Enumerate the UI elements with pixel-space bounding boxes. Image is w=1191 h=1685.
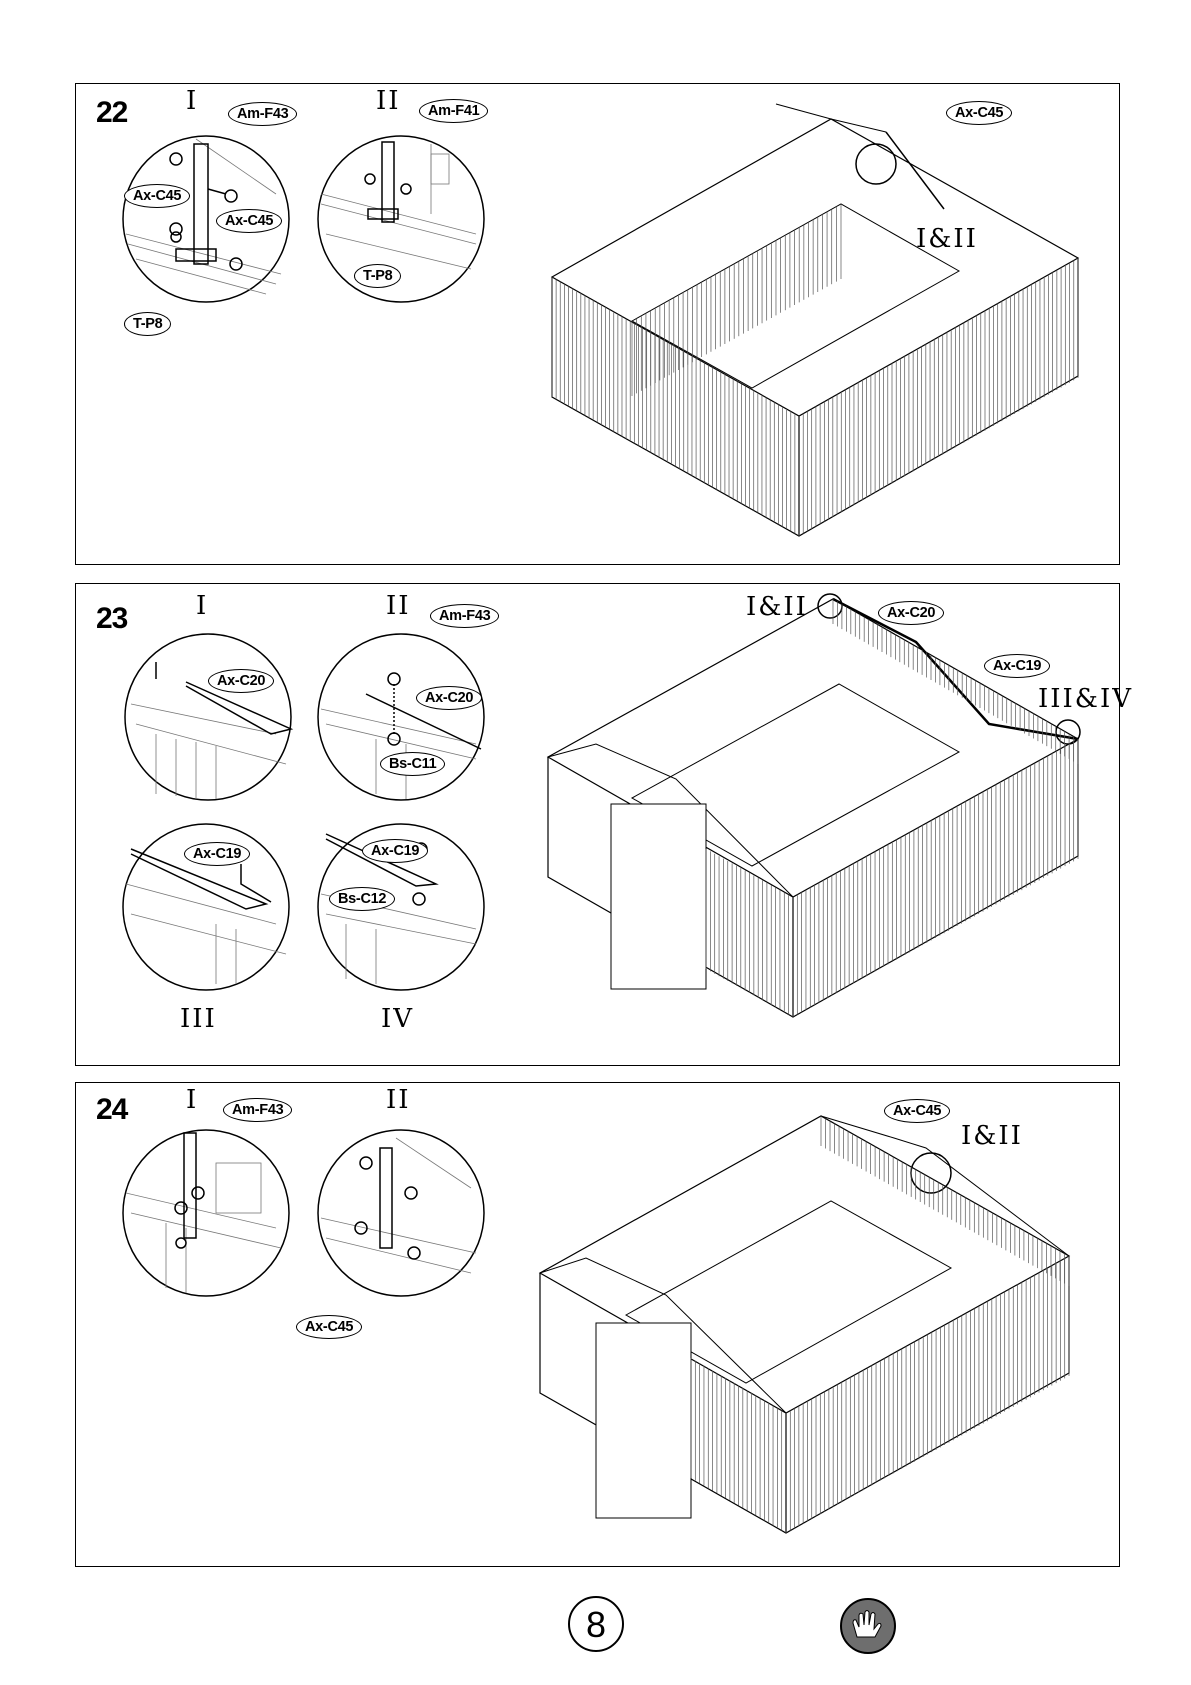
overview-label-i-ii: I&II	[746, 592, 808, 622]
part-tag-ax-c19: Ax-C19	[984, 654, 1050, 678]
wall-ribs	[691, 1358, 786, 1533]
part-tag-am-f43: Am-F43	[228, 102, 297, 126]
overview-label: I&II	[916, 224, 978, 254]
detail-label-i: I	[196, 591, 208, 621]
overview-callout-circle-iii-iv	[1056, 720, 1080, 744]
part-tag-ax-c45: Ax-C45	[216, 209, 282, 233]
step-23-illustration	[76, 584, 1121, 1067]
step-24-illustration	[76, 1083, 1121, 1568]
overview-callout-circle	[911, 1153, 951, 1193]
overview-label: I&II	[961, 1121, 1023, 1151]
wall-ribs	[706, 849, 793, 1017]
part-tag-ax-c45: Ax-C45	[124, 184, 190, 208]
step-24-panel: 24 I II I&II Am-F43 Ax-C45 Ax-C45	[75, 1082, 1120, 1567]
detail-circle-i	[125, 634, 291, 800]
part-tag-ax-c19: Ax-C19	[184, 842, 250, 866]
detail-circle-ii	[318, 1130, 484, 1296]
step-number: 24	[96, 1093, 127, 1127]
step-23-panel: 23 I II III IV I&II III&IV Ax-C20 Am-F43…	[75, 583, 1120, 1066]
part-tag-am-f43: Am-F43	[223, 1098, 292, 1122]
part-tag-ax-c20: Ax-C20	[208, 669, 274, 693]
part-tag-ax-c45: Ax-C45	[296, 1315, 362, 1339]
part-tag-t-p8: T-P8	[354, 264, 401, 288]
detail-label-i: I	[186, 86, 198, 116]
step-22-illustration	[76, 84, 1121, 566]
step-number: 22	[96, 96, 127, 130]
part-tag-bs-c12: Bs-C12	[329, 887, 395, 911]
step-number: 23	[96, 602, 127, 636]
overview-label-iii-iv: III&IV	[1038, 684, 1133, 714]
part-tag-ax-c45: Ax-C45	[946, 101, 1012, 125]
detail-label-ii: II	[386, 1085, 411, 1115]
step-22-panel: 22 I II I&II Am-F43 Ax-C45 Ax-C45 T-P8 A…	[75, 83, 1120, 565]
detail-label-i: I	[186, 1085, 198, 1115]
detail-circle-i	[123, 1130, 289, 1296]
page-number: 8	[568, 1596, 624, 1652]
shed-overview-24	[540, 1116, 1069, 1533]
part-tag-ax-c45: Ax-C45	[884, 1099, 950, 1123]
part-tag-am-f43: Am-F43	[430, 604, 499, 628]
detail-label-ii: II	[386, 591, 411, 621]
detail-label-iv: IV	[381, 1004, 414, 1034]
shed-overview-22	[552, 104, 1078, 536]
part-tag-bs-c11: Bs-C11	[380, 752, 445, 776]
gloves-icon	[839, 1597, 897, 1655]
detail-label-ii: II	[376, 86, 401, 116]
part-tag-ax-c20: Ax-C20	[416, 686, 482, 710]
part-tag-ax-c20: Ax-C20	[878, 601, 944, 625]
part-tag-am-f41: Am-F41	[419, 99, 488, 123]
part-tag-t-p8: T-P8	[124, 312, 171, 336]
overview-callout-circle	[856, 144, 896, 184]
detail-circle-ii	[318, 136, 484, 302]
detail-label-iii: III	[180, 1004, 217, 1034]
part-tag-ax-c19: Ax-C19	[362, 839, 428, 863]
